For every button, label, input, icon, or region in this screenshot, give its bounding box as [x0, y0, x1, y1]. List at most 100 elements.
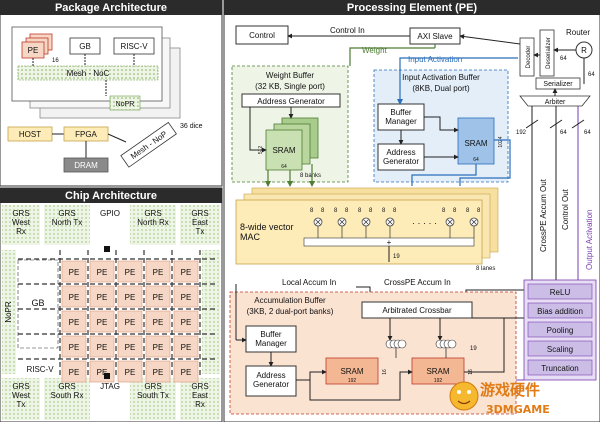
dice-count: 36 dice: [180, 123, 203, 130]
input-buffer-title: Input Activation Buffer: [402, 73, 480, 82]
accum-adder: [435, 339, 457, 358]
mac-input-width: 8: [453, 208, 457, 214]
watermark-logo-icon: [449, 381, 479, 411]
chip-pe-tile: PE: [61, 285, 87, 308]
post-op-relu: ReLU: [527, 283, 593, 300]
chip-pe-tile: PE: [89, 310, 115, 333]
chip-pe-tile: PE: [61, 310, 87, 333]
dram-label: DRAM: [74, 161, 98, 170]
chip-pe-label: PE: [69, 343, 80, 352]
chip-pe-tile: PE: [145, 360, 171, 383]
grs-south-tx: [130, 378, 176, 420]
mac-input-width: 8: [442, 208, 446, 214]
control-label: Control: [249, 31, 275, 40]
accum-sram-1-width: 192: [348, 378, 357, 384]
chip-pe-tile: PE: [89, 335, 115, 358]
chip-pe-label: PE: [125, 318, 136, 327]
input-address-generator: [377, 143, 425, 171]
chip-pe-tile: PE: [117, 260, 143, 283]
mac-output-width: 19: [393, 254, 400, 260]
pe-lanes: 16: [52, 58, 59, 64]
serializer-block: [535, 77, 581, 90]
mesh-nop-block: [120, 121, 177, 168]
mac-ellipsis: · · · · ·: [412, 218, 437, 228]
pe-panel: Processing Element (PE) Control Control …: [223, 0, 600, 422]
chip-pe-tile: PE: [145, 285, 171, 308]
mac-input-width: 8: [382, 208, 386, 214]
grs-west-rx: [2, 205, 40, 245]
nopr-label: NoPR: [116, 101, 135, 108]
chip-pe-label: PE: [125, 293, 136, 302]
chip-pe-tile: PE: [89, 260, 115, 283]
input-sram-width: 64: [473, 157, 479, 163]
chip-pe-label: PE: [97, 343, 108, 352]
package-architecture-panel: Package Architecture PE 16 GB RISC-V Mes…: [0, 0, 223, 187]
local-accum-label: Local Accum In: [282, 278, 336, 287]
chip-pe-label: PE: [153, 268, 164, 277]
chip-pe-tile: PE: [61, 335, 87, 358]
chip-pe-tile: PE: [145, 260, 171, 283]
post-op-label: ReLU: [550, 288, 571, 297]
chip-pe-label: PE: [125, 343, 136, 352]
accum-adder: [385, 339, 407, 358]
crosspe-accum-out-label: CrossPE Accum Out: [539, 178, 548, 252]
chip-pe-tile: PE: [173, 260, 199, 283]
gb-label: GB: [79, 42, 91, 51]
chip-pe-label: PE: [69, 293, 80, 302]
output-activation-label: Output Activation: [585, 210, 594, 270]
mac-input-width: 8: [369, 208, 373, 214]
chip-pe-tile: PE: [173, 310, 199, 333]
arbiter-label: Arbiter: [545, 99, 566, 106]
chip-pe-tile: PE: [117, 310, 143, 333]
accum-sram-2-label: SRAM: [426, 367, 449, 376]
chip-pe-label: PE: [97, 368, 108, 377]
grs-east-rx: [180, 378, 220, 420]
mac-input-width: 8: [477, 208, 481, 214]
watermark-en: 3DMGAME: [486, 403, 550, 416]
chip-pe-tile: PE: [117, 285, 143, 308]
chip-title: Chip Architecture: [65, 190, 157, 202]
router-r: R: [581, 46, 587, 55]
chip-pe-label: PE: [69, 268, 80, 277]
crosspe-accum-label: CrossPE Accum In: [384, 278, 451, 287]
chip-pe-label: PE: [181, 268, 192, 277]
router-width-64b: 64: [588, 72, 595, 78]
dram-block: [63, 157, 109, 173]
chip-pe-label: PE: [97, 268, 108, 277]
router-label: Router: [566, 28, 590, 37]
accum-sram-1-label: SRAM: [340, 367, 363, 376]
chip-top-label-2: GPIO: [100, 209, 120, 218]
control-out-label: Control Out: [561, 188, 570, 230]
mesh-noc-label: Mesh - NoC: [67, 69, 110, 78]
width-64d: 64: [584, 130, 591, 136]
post-op-truncation: Truncation: [527, 359, 593, 376]
decoder-label: Decoder: [526, 46, 532, 69]
accum-sram-1: [325, 357, 379, 385]
mac-input-width: 8: [358, 208, 362, 214]
accum-address-generator: [245, 365, 297, 397]
chip-pe-tile: PE: [117, 360, 143, 383]
package-title-bar: [0, 0, 222, 15]
jtag-block: [94, 378, 126, 420]
chip-pe-tile: PE: [61, 260, 87, 283]
chip-nopr-label: NoPR: [4, 301, 13, 323]
chip-pe-label: PE: [181, 368, 192, 377]
weight-banks-label: 8 banks: [300, 173, 321, 179]
mac-input-width: 8: [393, 208, 397, 214]
watermark: 游戏硬件 3DMGAME: [449, 381, 550, 416]
chip-pe-label: PE: [69, 318, 80, 327]
riscv-label: RISC-V: [120, 42, 148, 51]
pe-title-bar: [224, 0, 600, 15]
axi-slave-label: AXI Slave: [417, 32, 453, 41]
chip-pe-tile: PE: [89, 285, 115, 308]
input-sram: [457, 117, 495, 165]
chip-pe-label: PE: [97, 293, 108, 302]
mac-input-width: 8: [466, 208, 470, 214]
